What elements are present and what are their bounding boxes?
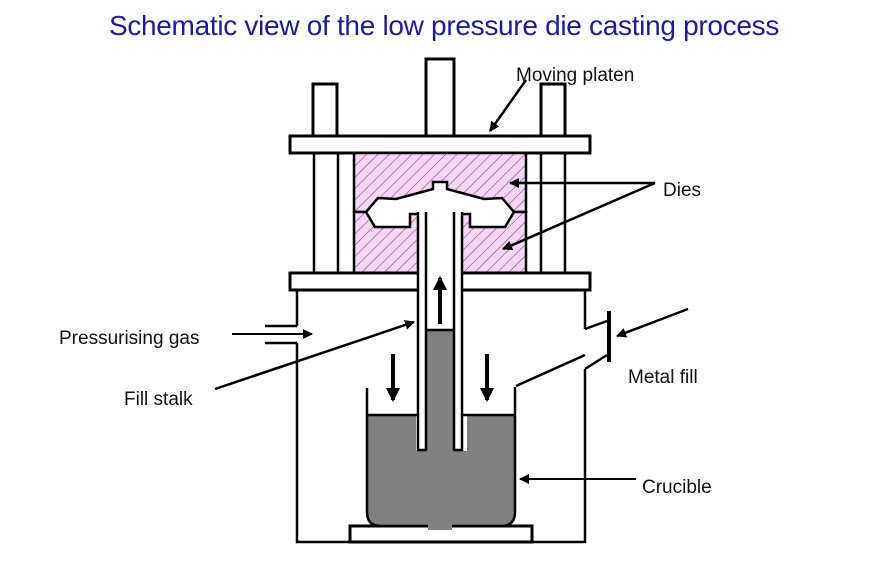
label-pressurising-gas: Pressurising gas bbox=[59, 328, 199, 349]
die-cavity bbox=[364, 180, 516, 229]
label-crucible: Crucible bbox=[642, 477, 712, 498]
metal-fill-leader bbox=[616, 307, 689, 338]
fill-stalk-left-wall bbox=[416, 212, 428, 452]
label-metal-fill: Metal fill bbox=[628, 367, 698, 388]
metal-fill-chute bbox=[515, 353, 586, 388]
right-guide-rod-top bbox=[539, 82, 567, 139]
dies-leader-lower bbox=[502, 181, 656, 251]
metal-fill-port-lower bbox=[584, 353, 608, 371]
label-fill-stalk: Fill stalk bbox=[124, 389, 193, 410]
left-guide-rod-top bbox=[311, 82, 339, 139]
metal-fill-port-upper bbox=[584, 319, 608, 331]
moving-platen-leader bbox=[488, 79, 528, 132]
label-moving-platen: Moving platen bbox=[516, 65, 634, 86]
ram-rod bbox=[424, 57, 456, 139]
moving-platen bbox=[288, 134, 592, 155]
fill-stalk-leader bbox=[214, 320, 415, 391]
label-dies: Dies bbox=[663, 180, 701, 201]
fill-stalk-right-wall bbox=[452, 212, 464, 452]
diagram-title: Schematic view of the low pressure die c… bbox=[108, 10, 780, 41]
fill-stalk-metal-column bbox=[428, 330, 452, 530]
